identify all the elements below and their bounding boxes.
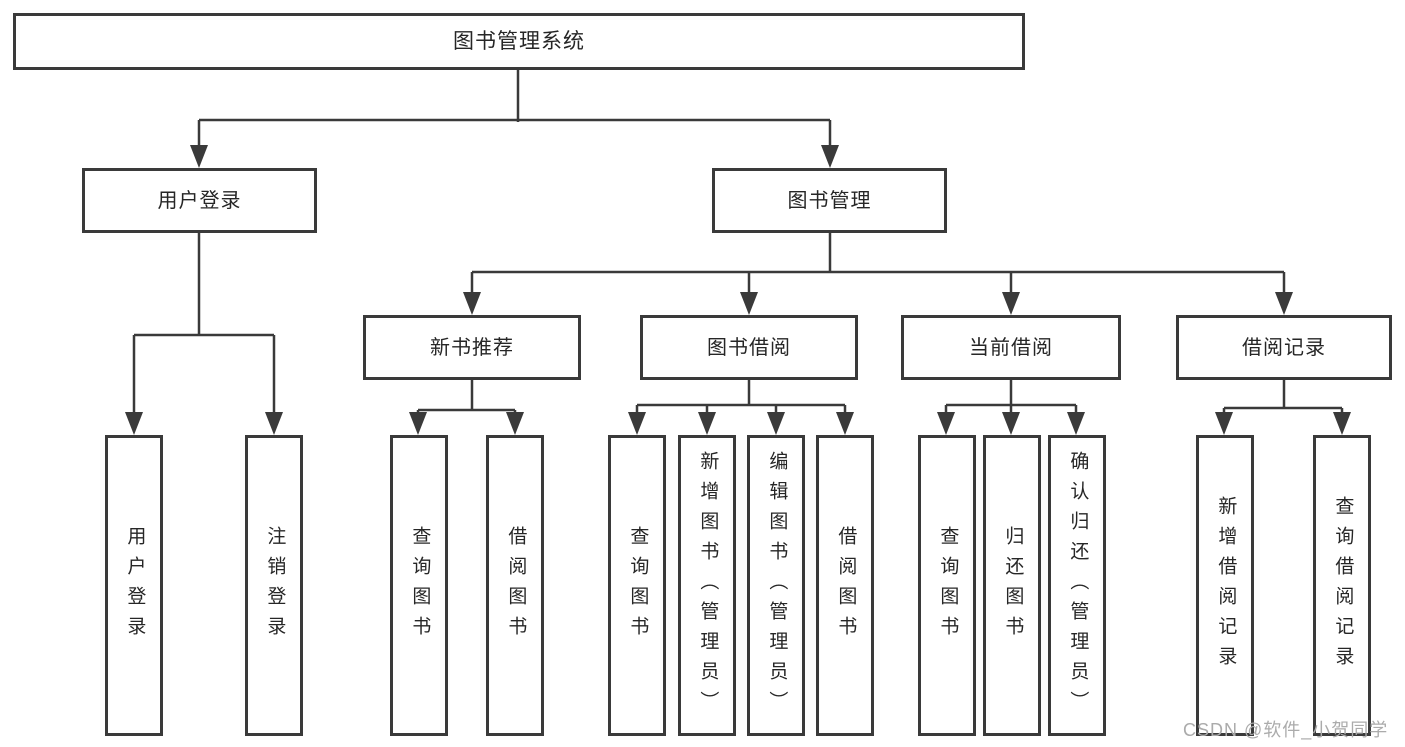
leaf-current-query-books: 查询图书 [918, 435, 976, 736]
node-current-borrowing: 当前借阅 [901, 315, 1121, 380]
csdn-watermark: CSDN @软件_小贺同学 [1183, 720, 1389, 740]
leaf-logout-login: 注销登录 [245, 435, 303, 736]
leaf-borrow-edit-books-admin: 编辑图书（管理员） [747, 435, 805, 736]
node-book-management: 图书管理 [712, 168, 947, 233]
node-user-login: 用户登录 [82, 168, 317, 233]
node-borrow-records: 借阅记录 [1176, 315, 1392, 380]
leaf-current-confirm-return-admin: 确认归还（管理员） [1048, 435, 1106, 736]
leaf-newbook-borrow-books: 借阅图书 [486, 435, 544, 736]
leaf-borrow-add-books-admin: 新增图书（管理员） [678, 435, 736, 736]
leaf-user-login: 用户登录 [105, 435, 163, 736]
node-new-book-recommend: 新书推荐 [363, 315, 581, 380]
leaf-records-query-record: 查询借阅记录 [1313, 435, 1371, 736]
node-book-borrowing: 图书借阅 [640, 315, 858, 380]
leaf-records-add-record: 新增借阅记录 [1196, 435, 1254, 736]
leaf-newbook-query-books: 查询图书 [390, 435, 448, 736]
leaf-borrow-query-books: 查询图书 [608, 435, 666, 736]
leaf-borrow-borrow-books: 借阅图书 [816, 435, 874, 736]
node-library-system: 图书管理系统 [13, 13, 1025, 70]
leaf-current-return-books: 归还图书 [983, 435, 1041, 736]
